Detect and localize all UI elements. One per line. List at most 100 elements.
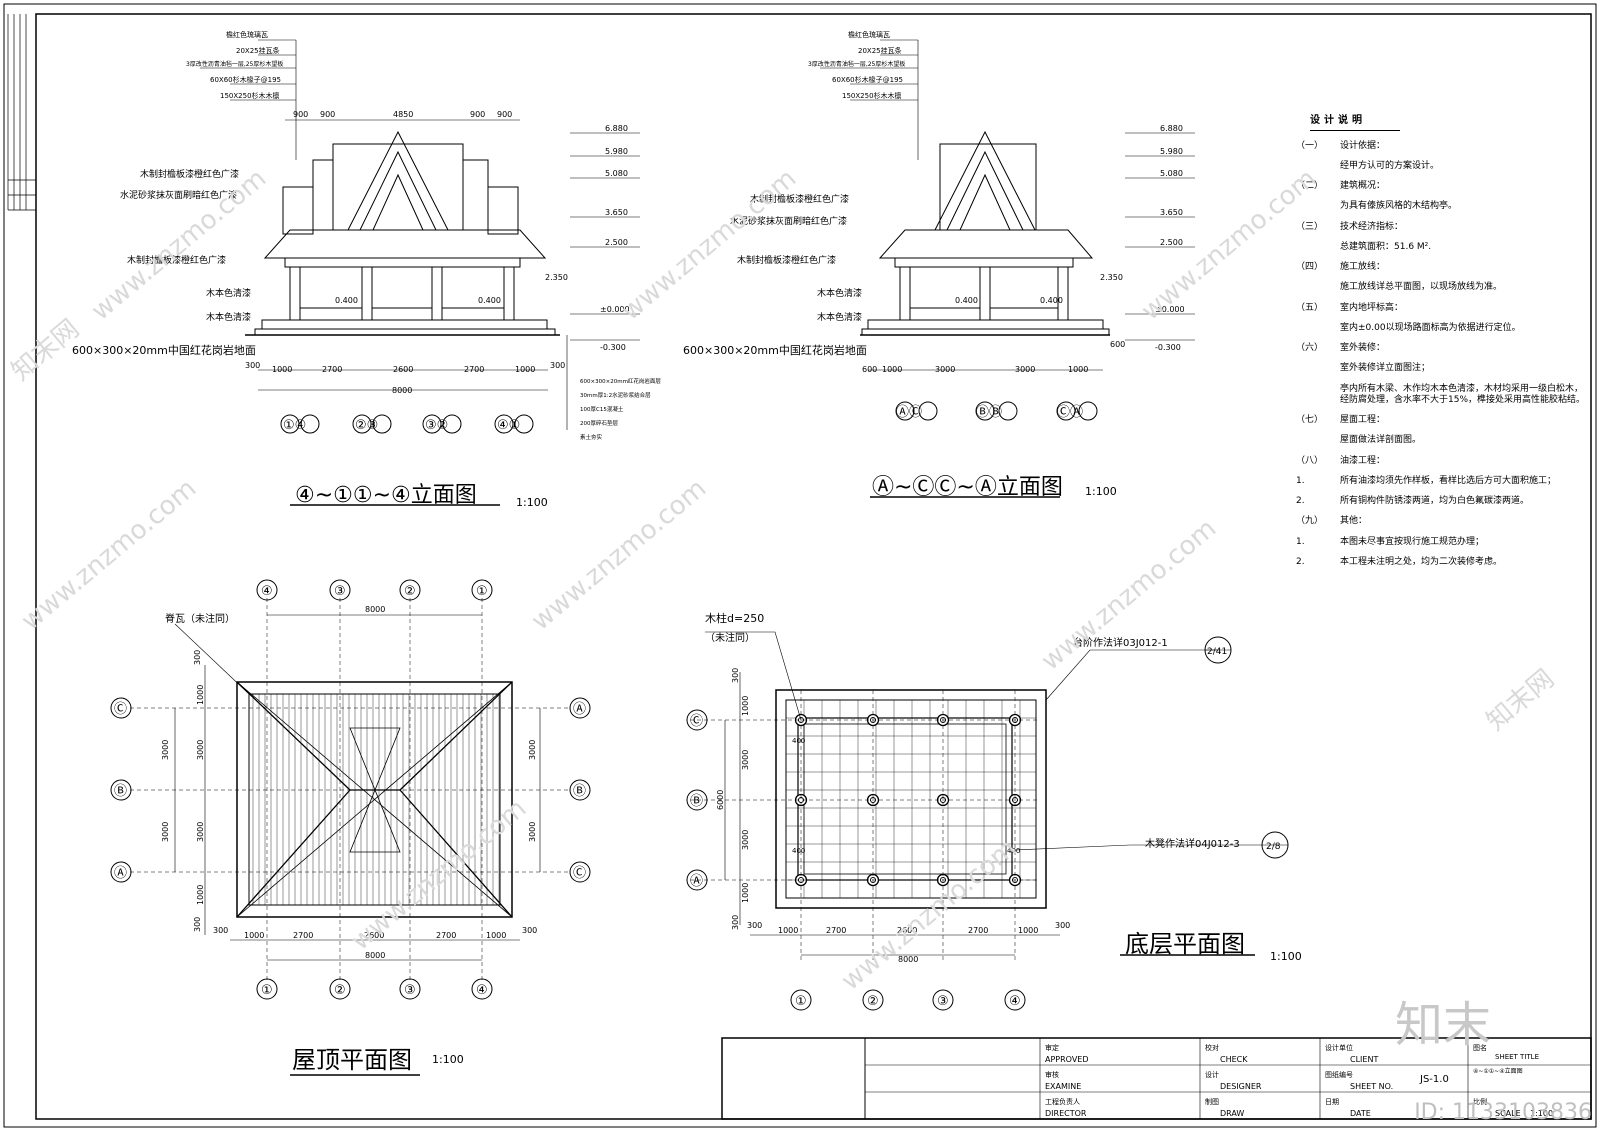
note-item: 为具有傣族风格的木结构亭。 xyxy=(1296,201,1586,212)
note-number: （三） xyxy=(1296,221,1324,232)
note-text: 油漆工程： xyxy=(1340,455,1386,466)
tb-scale-value: 1:100 xyxy=(1530,1109,1553,1118)
e2-dim-3: 3000 xyxy=(1015,365,1035,374)
e1-note-4: 木本色清漆 xyxy=(206,311,251,323)
note-number: （七） xyxy=(1296,415,1324,425)
note-text: 屋面做法详剖面图。 xyxy=(1340,435,1422,446)
roof-dim-h-3: 2600 xyxy=(364,931,384,940)
gp-step-ref: 2/41 xyxy=(1207,647,1227,657)
roof-axis-bot-3: ④ xyxy=(476,983,488,998)
note-number xyxy=(1296,201,1340,212)
gp-dim-v-3: 6000 xyxy=(716,790,725,810)
e2-height-7: -0.300 xyxy=(1155,343,1181,352)
e1-layer-2: 3厚改性沥青油毡一层,25厚杉木望板 xyxy=(186,60,283,68)
e1-dim-bottom-6: 300 xyxy=(550,361,565,370)
title-block xyxy=(721,1037,1592,1120)
note-item: （一）设计依据： xyxy=(1296,141,1586,152)
roof-dim-total-top: 8000 xyxy=(365,605,385,614)
e2-height-3: 3.650 xyxy=(1160,208,1183,217)
roof-dim-v2-1: 3000 xyxy=(161,822,170,842)
tb-sheet: SHEET NO. xyxy=(1350,1082,1393,1091)
note-number: （九） xyxy=(1296,516,1324,527)
note-text: 为具有傣族风格的木结构亭。 xyxy=(1340,201,1458,212)
note-text: 建筑概况： xyxy=(1340,181,1386,191)
e1-layer-0: 檐红色琉璃瓦 xyxy=(226,30,268,39)
roof-scale: 1:100 xyxy=(432,1053,464,1066)
note-number xyxy=(1296,435,1340,446)
roof-dim-v-4: 1000 xyxy=(196,885,205,905)
note-item: （八）油漆工程： xyxy=(1296,456,1586,467)
note-item: （七）屋面工程： xyxy=(1296,415,1586,426)
e2-layer-1: 20X25挂瓦条 xyxy=(858,46,902,55)
note-item: 施工放线详总平面图，以现场放线为准。 xyxy=(1296,282,1586,293)
e1-title: ④~①①~④立面图 xyxy=(295,483,477,508)
tb-designer-cn: 设计 xyxy=(1205,1070,1219,1079)
gp-dim-v-5: 1000 xyxy=(741,883,750,903)
roof-dim-v-3: 3000 xyxy=(196,822,205,842)
e2-axis-1: ⒷⒷ xyxy=(976,405,1002,420)
note-item: （五） 室内地坪标高： xyxy=(1296,303,1586,314)
e2-axis-2: ⒸⒶ xyxy=(1057,405,1083,420)
e2-note-2: 木制封檐板漆橙红色广漆 xyxy=(737,254,836,266)
notes-title: 设计说明 xyxy=(1310,115,1400,131)
tb-sheet-no: JS-1.0 xyxy=(1419,1074,1449,1085)
e1-height-8: 0.400 xyxy=(335,296,358,305)
note-item: （九）其他： xyxy=(1296,516,1586,527)
note-text: 本图未尽事宜按现行施工规范办理； xyxy=(1340,536,1485,547)
roof-axis-left-1: Ⓑ xyxy=(114,784,127,799)
gp-axis-bot-2: ③ xyxy=(937,994,949,1009)
e1-height-5: 2.350 xyxy=(545,273,568,282)
tb-director-cn: 工程负责人 xyxy=(1045,1097,1080,1106)
roof-dim-v-1: 1000 xyxy=(196,685,205,705)
e1-floor-layer-1: 30mm厚1:2水泥砂浆结合层 xyxy=(580,391,651,399)
note-item: 室内±0.00以现场路面标高为依据进行定位。 xyxy=(1296,323,1586,334)
e1-floor-layer-4: 素土夯实 xyxy=(580,433,603,441)
roof-axis-left-0: Ⓒ xyxy=(114,702,127,717)
gp-dim-v-1: 1000 xyxy=(741,696,750,716)
note-text: 室外装修： xyxy=(1340,343,1386,353)
tb-approved-cn: 审定 xyxy=(1045,1043,1059,1052)
note-number xyxy=(1296,242,1340,253)
gp-dim-v-2: 3000 xyxy=(741,750,750,770)
note-text: 室外装修详立面图注； xyxy=(1340,363,1431,374)
tb-examine: EXAMINE xyxy=(1045,1082,1081,1091)
e1-dim-bottom-0: 300 xyxy=(245,361,260,370)
roof-dim-total-bottom: 8000 xyxy=(365,951,385,960)
tb-scale-cn: 比例 xyxy=(1473,1097,1487,1106)
note-item: 1.本图未尽事宜按现行施工规范办理； xyxy=(1296,537,1586,548)
e2-note-1: 水泥砂浆抹灰面刷暗红色广漆 xyxy=(730,215,847,227)
e1-height-1: 5.980 xyxy=(605,147,628,156)
roof-axis-bot-0: ① xyxy=(261,983,273,998)
elevation-2 xyxy=(820,39,1195,498)
ground-floor-plan xyxy=(686,631,1289,1011)
e1-dim-bottom-5: 1000 xyxy=(515,365,535,374)
gp-dim-v-6: 300 xyxy=(731,915,740,930)
note-text: 施工放线详总平面图，以现场放线为准。 xyxy=(1340,282,1503,293)
roof-axis-right-1: Ⓑ xyxy=(573,784,586,799)
roof-axis-right-2: Ⓒ xyxy=(573,866,586,881)
note-text: 所有铜构件防锈漆两道，均为白色氟碳漆两道。 xyxy=(1340,496,1530,506)
roof-dim-v-5: 300 xyxy=(193,917,202,932)
note-number: （五） xyxy=(1296,302,1324,313)
note-item: 屋面做法详剖面图。 xyxy=(1296,435,1586,446)
tb-sheet-title-value: ④~①①~④立面图 xyxy=(1473,1067,1523,1075)
note-number: （一） xyxy=(1296,140,1324,151)
e1-scale: 1:100 xyxy=(516,496,548,509)
note-text: 室内地坪标高： xyxy=(1340,302,1404,313)
roof-axis-top-2: ② xyxy=(404,584,416,599)
elevation-1 xyxy=(200,39,640,506)
e1-dim-bottom-3: 2600 xyxy=(393,365,413,374)
tb-approved: APPROVED xyxy=(1045,1055,1089,1064)
note-text: 技术经济指标： xyxy=(1340,221,1404,232)
note-text: 总建筑面积：51.6 M². xyxy=(1340,241,1432,252)
tb-designer: DESIGNER xyxy=(1220,1082,1262,1091)
note-item: （二）建筑概况： xyxy=(1296,181,1586,192)
roof-axis-bot-1: ② xyxy=(334,983,346,998)
gp-axis-left-2: Ⓐ xyxy=(690,874,703,889)
note-item: 亭内所有木梁、木作均木本色清漆，木材均采用一级白松木，经防腐处理，含水率不大于1… xyxy=(1296,384,1586,407)
gp-bench-dim-1: 400 xyxy=(792,847,805,855)
note-text: 室内±0.00以现场路面标高为依据进行定位。 xyxy=(1340,322,1521,333)
roof-dim-h-5: 1000 xyxy=(486,931,506,940)
note-number xyxy=(1296,282,1340,293)
